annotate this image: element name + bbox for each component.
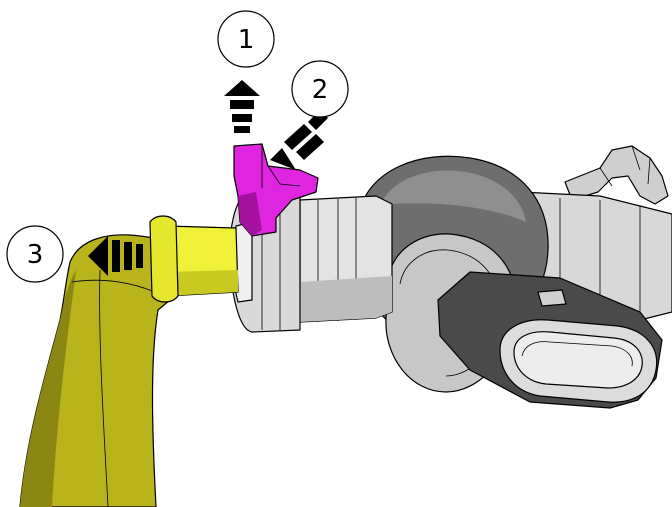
- callout-1-label: 1: [238, 25, 255, 55]
- hose-fitting-shade: [166, 270, 238, 296]
- callout-3: 3: [6, 225, 64, 283]
- callout-3-label: 3: [27, 240, 44, 270]
- hose-shade: [20, 270, 76, 507]
- locking-clip: [233, 143, 319, 237]
- callout-2-label: 2: [312, 75, 329, 105]
- clamp-bracket: [564, 145, 669, 205]
- electrical-connector: [437, 271, 663, 409]
- dashed-arrow-diagonal-icon: [270, 110, 328, 170]
- lock-clip-shade: [238, 192, 262, 236]
- hose-fitting-rib: [149, 215, 179, 303]
- dashed-arrow-left-icon: [88, 236, 143, 276]
- housing-body-left-shade: [300, 276, 392, 322]
- connector-latch: [537, 289, 567, 307]
- hose-assembly: [19, 215, 239, 507]
- callout-1: 1: [217, 10, 275, 68]
- housing-dome-highlight: [380, 170, 526, 222]
- connector-socket: [513, 331, 643, 389]
- dashed-arrow-up-icon: [224, 80, 260, 133]
- callout-2: 2: [291, 60, 349, 118]
